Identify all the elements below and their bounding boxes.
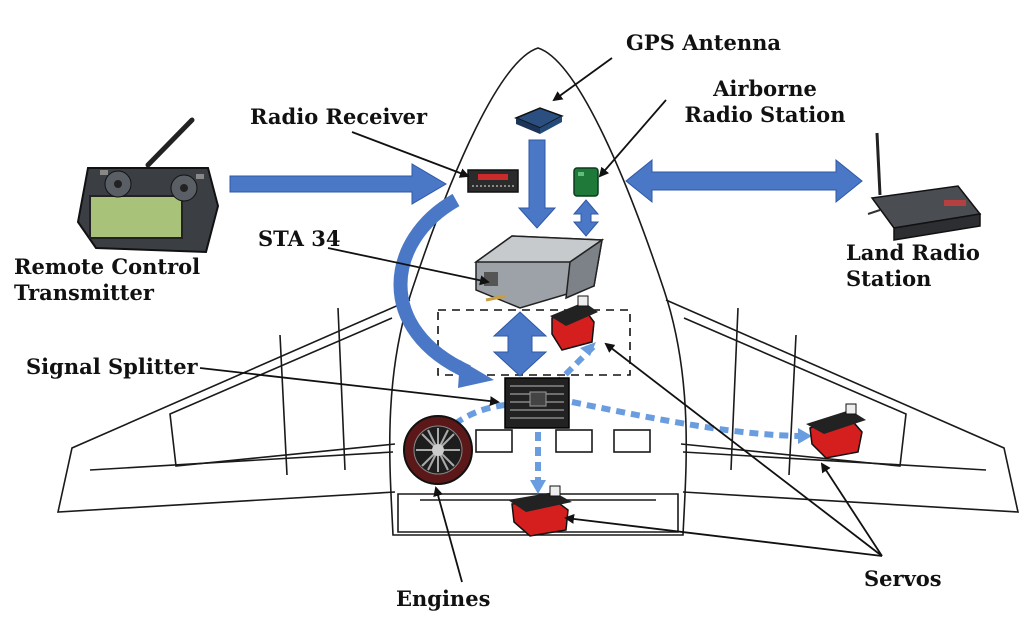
arrow-sta34-splitter-link: [492, 311, 548, 377]
circuit-board-icon: [504, 377, 570, 429]
callout-splitter: [199, 367, 500, 407]
label-remote-control-transmitter: Remote Control Transmitter: [14, 254, 200, 306]
callout-engines: [433, 486, 463, 583]
arrow-airborne-sta34-link: [572, 199, 600, 237]
label-signal-splitter: Signal Splitter: [26, 354, 198, 379]
label-radio-receiver: Radio Receiver: [250, 104, 428, 129]
radio-router-icon: [867, 132, 982, 241]
data-flow-arrows: [229, 139, 863, 388]
label-remote-line1: Remote Control: [14, 254, 201, 279]
rc-transmitter-icon: [76, 117, 220, 254]
label-servos: Servos: [864, 566, 942, 591]
dash-to-right-servo: [571, 399, 807, 439]
control-lines: [442, 343, 807, 488]
callout-servo-bottom: [564, 513, 883, 557]
label-airborne-radio-station: Airborne Radio Station: [670, 76, 860, 128]
callout-servo-top: [604, 342, 883, 557]
callout-receiver: [351, 131, 470, 178]
arrow-gps-to-sta34: [517, 139, 557, 229]
callout-servo-right: [820, 462, 883, 557]
payload-bay: [437, 309, 631, 376]
radio-modem-icon: [573, 167, 599, 197]
arrow-airborne-land-link: [625, 158, 863, 204]
label-land-line1: Land Radio: [846, 240, 980, 265]
label-engines: Engines: [396, 586, 491, 611]
arrow-receiver-to-splitter: [393, 193, 471, 379]
radio-receiver-icon: [467, 169, 519, 193]
turbine-engine-icon: [403, 415, 473, 485]
label-gps-antenna: GPS Antenna: [626, 30, 781, 55]
gps-antenna-icon: [514, 107, 564, 134]
callout-sta34: [327, 247, 490, 286]
label-land-line2: Station: [846, 266, 932, 291]
label-sta34: STA 34: [258, 226, 341, 251]
callout-gps: [552, 57, 613, 102]
label-remote-line2: Transmitter: [14, 280, 154, 305]
label-airborne-line1: Airborne: [713, 76, 817, 101]
arrow-transmitter-to-receiver: [229, 163, 447, 205]
label-land-radio-station: Land Radio Station: [846, 240, 980, 292]
servo-motor-icon: [508, 295, 866, 537]
label-airborne-line2: Radio Station: [684, 102, 846, 127]
callout-arrows: [199, 57, 883, 583]
callout-airborne: [598, 99, 667, 178]
